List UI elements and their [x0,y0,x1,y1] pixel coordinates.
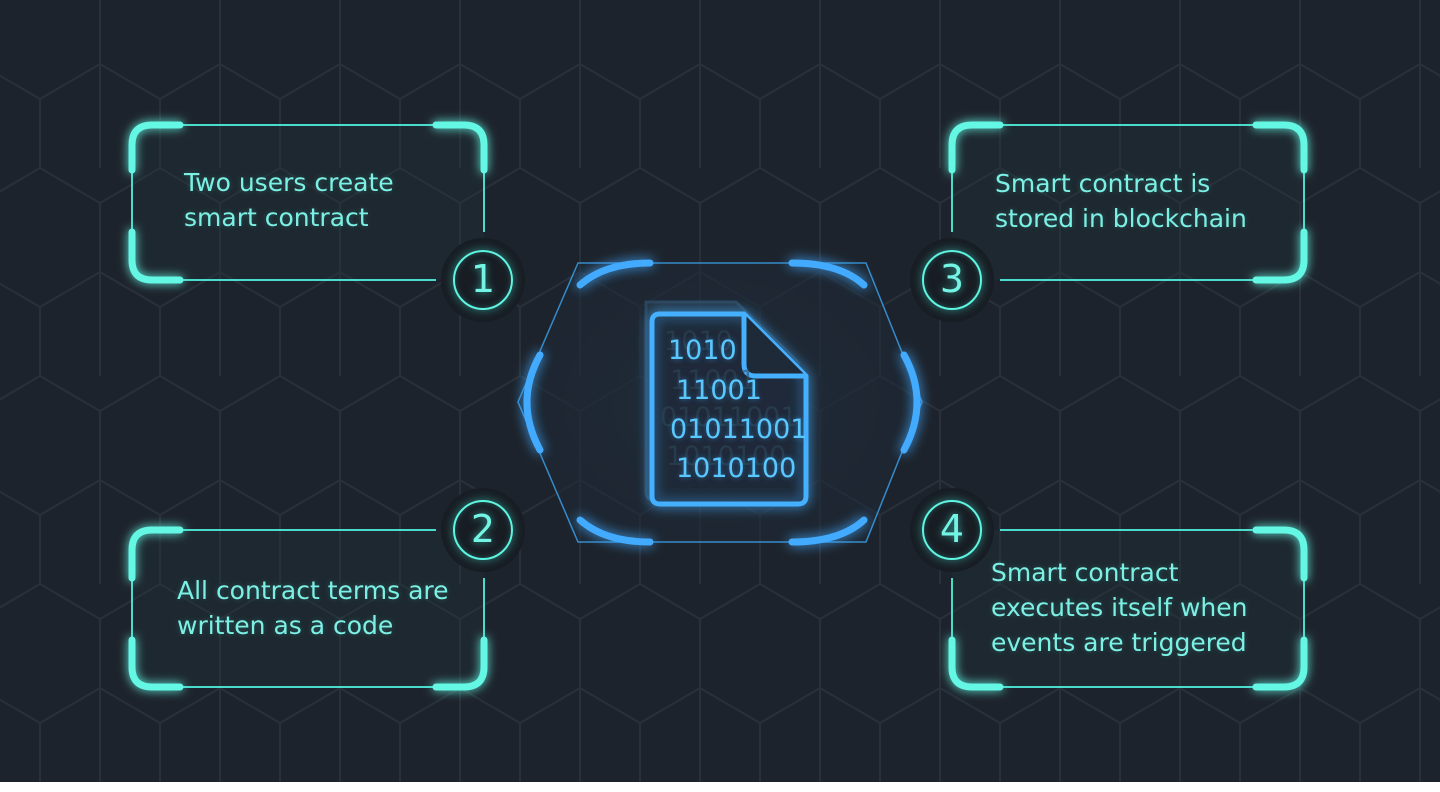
code-line-3: 01011001 [670,414,808,445]
ghost-code-line: 1010 [664,326,733,357]
step-4-line: executes itself when [991,593,1248,622]
step-2-line: written as a code [177,611,394,640]
step-3-frame [948,121,1308,284]
code-line-2: 11001 [676,375,762,406]
step-2-line: All contract terms are [177,576,449,605]
step-2-frame [128,526,488,691]
ghost-code-line: 01011001 [660,402,798,433]
step-2-badge: 2 [453,500,513,560]
step-3-text: Smart contract is stored in blockchain [995,166,1247,236]
step-1-line: smart contract [184,203,369,232]
step-3-badge: 3 [922,250,982,310]
step-4-frame [948,526,1308,691]
step-1-text: Two users create smart contract [184,165,394,235]
step-4-line: events are triggered [991,628,1247,657]
ghost-code-line: 1010100 [666,441,787,472]
step-4-line: Smart contract [991,558,1179,587]
step-4-text: Smart contract executes itself when even… [991,555,1247,660]
step-1-line: Two users create [184,168,394,197]
binary-document-icon [644,300,809,507]
step-4-badge: 4 [922,500,982,560]
step-1-badge: 1 [453,250,513,310]
step-3-line: Smart contract is [995,169,1211,198]
code-line-4: 1010100 [676,453,797,484]
step-2-text: All contract terms are written as a code [177,573,449,643]
step-1-frame [128,121,488,284]
step-3-line: stored in blockchain [995,204,1247,233]
code-line-1: 1010 [668,335,737,366]
ghost-code-line: 11001 [670,365,756,396]
